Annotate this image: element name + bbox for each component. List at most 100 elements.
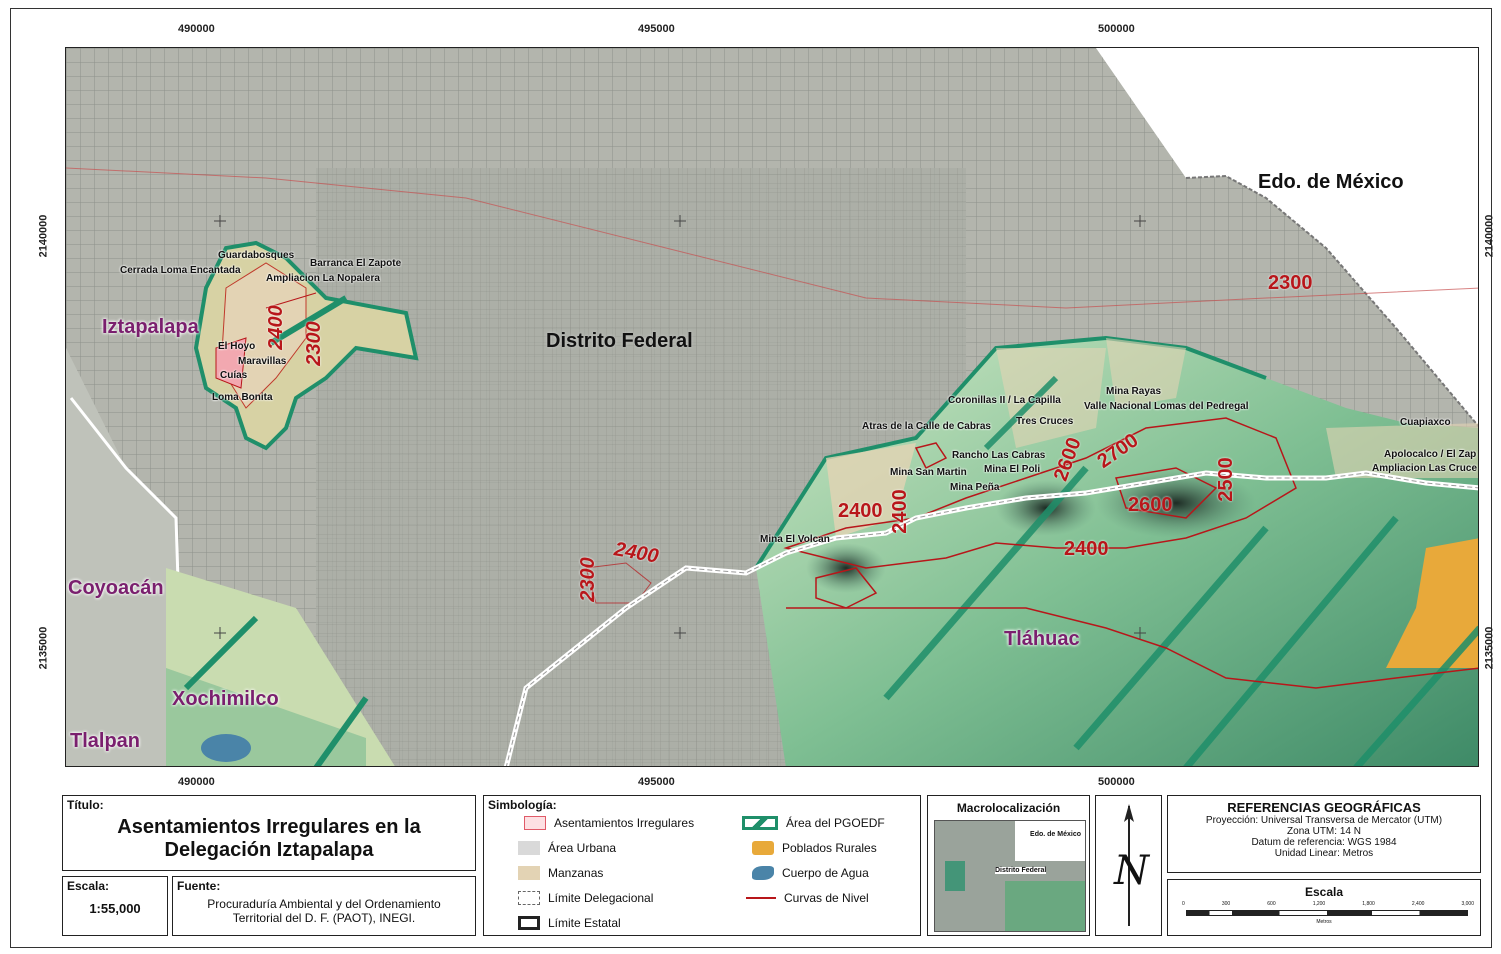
settlement-label: Tres Cruces [1016, 416, 1074, 427]
legend-item: Límite Estatal [518, 916, 621, 930]
scalebar [1186, 910, 1468, 916]
source-line2: Territorial del D. F. (PAOT), INEGI. [232, 911, 416, 925]
map-canvas[interactable]: Edo. de México Distrito Federal Iztapala… [65, 47, 1479, 767]
settlement-label: Guardabosques [218, 250, 295, 261]
source-header: Fuente: [177, 879, 221, 893]
legend-item: Poblados Rurales [752, 841, 877, 855]
source-line1: Procuraduría Ambiental y del Ordenamient… [207, 897, 441, 911]
macrolocation-box: Macrolocalización Edo. de México Distrit… [927, 795, 1090, 936]
settlement-label: Mina Rayas [1106, 386, 1162, 397]
label-tlahuac: Tláhuac [1004, 628, 1080, 650]
coord-left-1: 2140000 [37, 214, 50, 258]
coord-bottom-1: 490000 [178, 776, 215, 788]
label-distrito-federal: Distrito Federal [546, 330, 693, 352]
scale-box: Escala: 1:55,000 [62, 876, 168, 936]
geo-header: REFERENCIAS GEOGRÁFICAS [1227, 800, 1421, 815]
settlement-label: Ampliacion La Nopalera [266, 273, 380, 284]
coord-top-2: 495000 [638, 23, 675, 35]
contour-label: 2300 [576, 557, 599, 602]
map-title-line1: Asentamientos Irregulares en la [117, 816, 421, 838]
legend-box: Simbología: Asentamientos Irregulares Ár… [483, 795, 921, 936]
settlement-label: Cuías [220, 370, 248, 381]
map-frame [10, 8, 1492, 948]
title-box: Título: Asentamientos Irregulares en la … [62, 795, 476, 871]
pgoedf-area-swatch [742, 816, 778, 830]
scalebar-header: Escala [1304, 885, 1344, 899]
coord-bottom-2: 495000 [638, 776, 675, 788]
coord-right-1: 2140000 [1483, 214, 1496, 258]
geo-references-box: REFERENCIAS GEOGRÁFICAS Proyección: Univ… [1167, 795, 1481, 873]
legend-label: Cuerpo de Agua [782, 866, 869, 880]
settlement-label: Mina El Volcan [760, 534, 830, 545]
label-iztapalapa: Iztapalapa [102, 316, 199, 338]
geo-projection: Proyección: Universal Transversa de Merc… [1205, 815, 1443, 826]
settlement-label: Apolocalco / El Zap [1384, 449, 1477, 460]
scalebar-box: Escala 0 300 600 1,200 1,800 2,400 3,000… [1167, 879, 1481, 936]
label-edo-mexico: Edo. de México [1258, 171, 1404, 193]
coord-left-2: 2135000 [37, 626, 50, 670]
contour-label: 2400 [838, 500, 883, 522]
settlement-label: Cerrada Loma Encantada [120, 265, 241, 276]
legend-item: Manzanas [518, 866, 603, 880]
settlement-label: Rancho Las Cabras [952, 450, 1046, 461]
settlement-label: Coronillas II / La Capilla [948, 395, 1061, 406]
settlement-label: Cuapiaxco [1400, 417, 1451, 428]
geo-datum: Datum de referencia: WGS 1984 [1251, 837, 1397, 848]
block-swatch [518, 866, 540, 880]
macro-map: Edo. de México Distrito Federal [934, 820, 1086, 932]
scalebar-tick: 600 [1267, 901, 1276, 907]
legend-item: Área Urbana [518, 841, 616, 855]
settlement-label: Ampliacion Las Cruce [1372, 463, 1478, 474]
legend-item: Curvas de Nivel [746, 891, 869, 905]
legend-label: Asentamientos Irregulares [554, 816, 695, 830]
scalebar-unit: Metros [1316, 919, 1332, 925]
coord-top-1: 490000 [178, 23, 215, 35]
title-header: Título: [67, 798, 104, 812]
contour-label: 2300 [1268, 272, 1313, 294]
macro-label-edo: Edo. de México [1030, 831, 1081, 838]
legend-label: Límite Delegacional [548, 891, 654, 905]
legend-label: Área del PGOEDF [786, 816, 885, 830]
legend-label: Límite Estatal [548, 916, 621, 930]
settlement-label: El Hoyo [218, 341, 256, 352]
settlement-label: Valle Nacional Lomas del Pedregal [1084, 401, 1249, 412]
macro-label-df: Distrito Federal [995, 867, 1047, 874]
edo-mexico-area [1096, 48, 1478, 426]
north-arrow-box: N [1095, 795, 1162, 936]
label-coyoacan: Coyoacán [68, 577, 164, 599]
scalebar-tick: 0 [1182, 901, 1185, 907]
legend-header: Simbología: [488, 798, 557, 812]
settlement-label: Atras de la Calle de Cabras [862, 421, 991, 432]
contour-label: 2500 [1214, 457, 1237, 502]
settlement-label: Barranca El Zapote [310, 258, 402, 269]
north-letter: N [1114, 848, 1149, 894]
settlement-label: Mina Peña [950, 482, 1000, 493]
legend-item: Límite Delegacional [518, 891, 653, 905]
delegation-boundary-swatch [518, 891, 540, 905]
contour-label: 2400 [888, 489, 911, 534]
label-tlalpan: Tlalpan [70, 730, 141, 752]
macro-header: Macrolocalización [956, 801, 1061, 815]
scalebar-ticks: 0 300 600 1,200 1,800 2,400 3,000 [1182, 901, 1474, 907]
scalebar-tick: 1,200 [1312, 901, 1326, 907]
rural-town-swatch [752, 841, 774, 855]
scalebar-tick: 2,400 [1411, 901, 1425, 907]
coord-bottom-3: 500000 [1098, 776, 1135, 788]
urban-area-swatch [518, 841, 540, 855]
coord-right-2: 2135000 [1483, 626, 1496, 670]
scale-header: Escala: [67, 879, 110, 893]
label-xochimilco: Xochimilco [172, 688, 279, 710]
map-title-line2: Delegación Iztapalapa [164, 839, 374, 861]
water-body-swatch [752, 866, 774, 880]
source-box: Fuente: Procuraduría Ambiental y del Ord… [172, 876, 476, 936]
north-arrow-icon [1124, 804, 1134, 926]
legend-item: Asentamientos Irregulares [524, 816, 694, 830]
geo-unit: Unidad Linear: Metros [1274, 848, 1374, 859]
scalebar-tick: 3,000 [1461, 901, 1474, 907]
contour-line-swatch [746, 897, 776, 899]
settlement-label: Mina El Poli [984, 464, 1041, 475]
scalebar-tick: 300 [1221, 901, 1231, 907]
contour-label: 2600 [1128, 494, 1173, 516]
scale-value: 1:55,000 [89, 901, 141, 916]
legend-label: Poblados Rurales [782, 841, 877, 855]
